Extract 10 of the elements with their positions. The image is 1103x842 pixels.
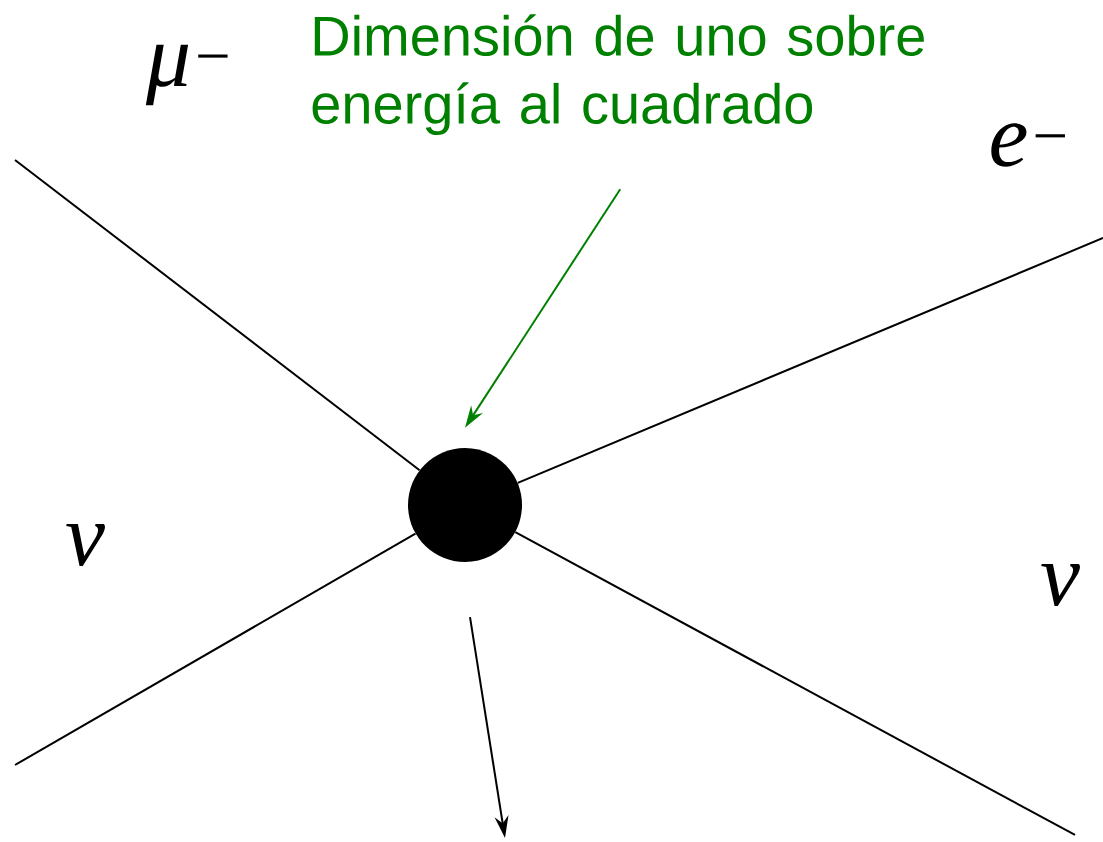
particle-label: ν	[66, 523, 105, 567]
particle-label: ν	[1041, 563, 1080, 607]
line	[514, 531, 1076, 836]
vertex-dot	[408, 448, 522, 562]
particle-label: e$^{−}$	[991, 123, 1065, 167]
line	[516, 237, 1103, 484]
line	[14, 159, 421, 472]
particle-label: μ$^{−}$	[145, 44, 228, 106]
annotation-text: Dimensión de uno sobre energía al cuadrado	[312, 14, 924, 136]
line	[14, 532, 417, 766]
